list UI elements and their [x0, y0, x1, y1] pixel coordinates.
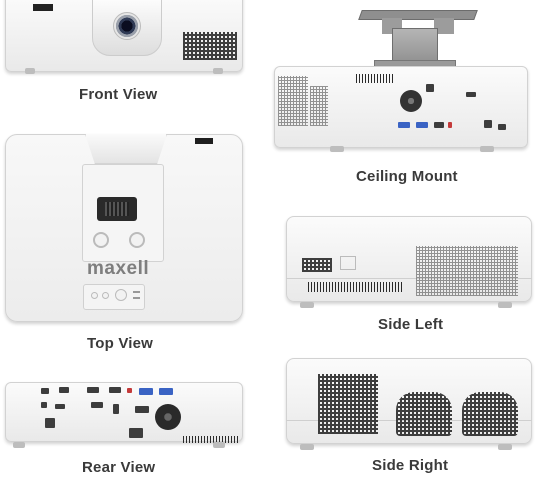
side-left-caption: Side Left	[378, 316, 444, 333]
rear-view-caption: Rear View	[82, 459, 156, 476]
front-view-image	[5, 0, 243, 75]
top-view-image: maxell	[5, 134, 243, 322]
ceiling-mount-image	[270, 4, 545, 160]
side-right-image	[286, 358, 538, 450]
front-view-caption: Front View	[79, 86, 158, 103]
lens-icon	[113, 12, 141, 40]
ceiling-mount-caption: Ceiling Mount	[356, 168, 458, 185]
side-right-caption: Side Right	[372, 457, 449, 474]
top-view-caption: Top View	[87, 335, 154, 352]
rear-view-image	[5, 382, 243, 448]
brand-logo: maxell	[87, 258, 150, 279]
side-left-image	[286, 216, 538, 308]
